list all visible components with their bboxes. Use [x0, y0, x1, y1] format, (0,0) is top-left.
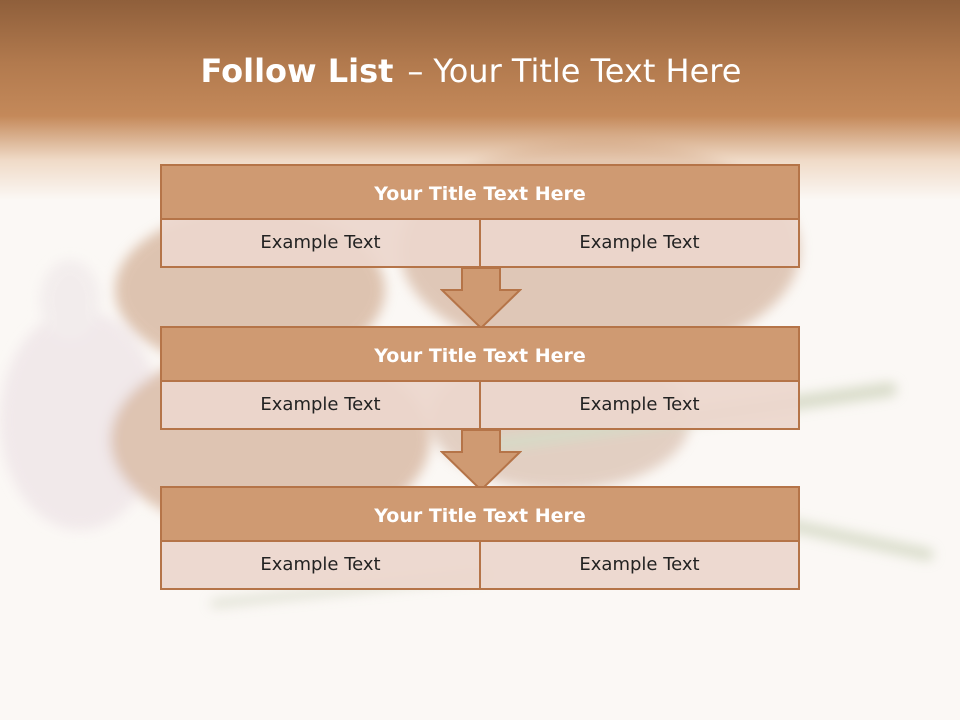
- block-row: Example Text Example Text: [160, 540, 800, 590]
- list-block: Your Title Text Here Example Text Exampl…: [160, 326, 800, 430]
- list-block: Your Title Text Here Example Text Exampl…: [160, 486, 800, 590]
- block-cell-left: Example Text: [160, 540, 481, 590]
- block-title: Your Title Text Here: [160, 164, 800, 220]
- block-title: Your Title Text Here: [160, 486, 800, 542]
- title-dash: –: [407, 52, 424, 90]
- block-row: Example Text Example Text: [160, 380, 800, 430]
- list-block: Your Title Text Here Example Text Exampl…: [160, 164, 800, 268]
- block-cell-right: Example Text: [479, 218, 800, 268]
- down-arrow-icon: [440, 268, 522, 330]
- block-cell-right: Example Text: [479, 380, 800, 430]
- title-bold-part: Follow List: [200, 52, 394, 90]
- block-cell-right: Example Text: [479, 540, 800, 590]
- block-title: Your Title Text Here: [160, 326, 800, 382]
- title-rest-part: Your Title Text Here: [433, 52, 742, 90]
- block-cell-left: Example Text: [160, 380, 481, 430]
- block-cell-left: Example Text: [160, 218, 481, 268]
- down-arrow-icon: [440, 430, 522, 492]
- slide-title: Follow List–Your Title Text Here: [0, 52, 942, 90]
- block-row: Example Text Example Text: [160, 218, 800, 268]
